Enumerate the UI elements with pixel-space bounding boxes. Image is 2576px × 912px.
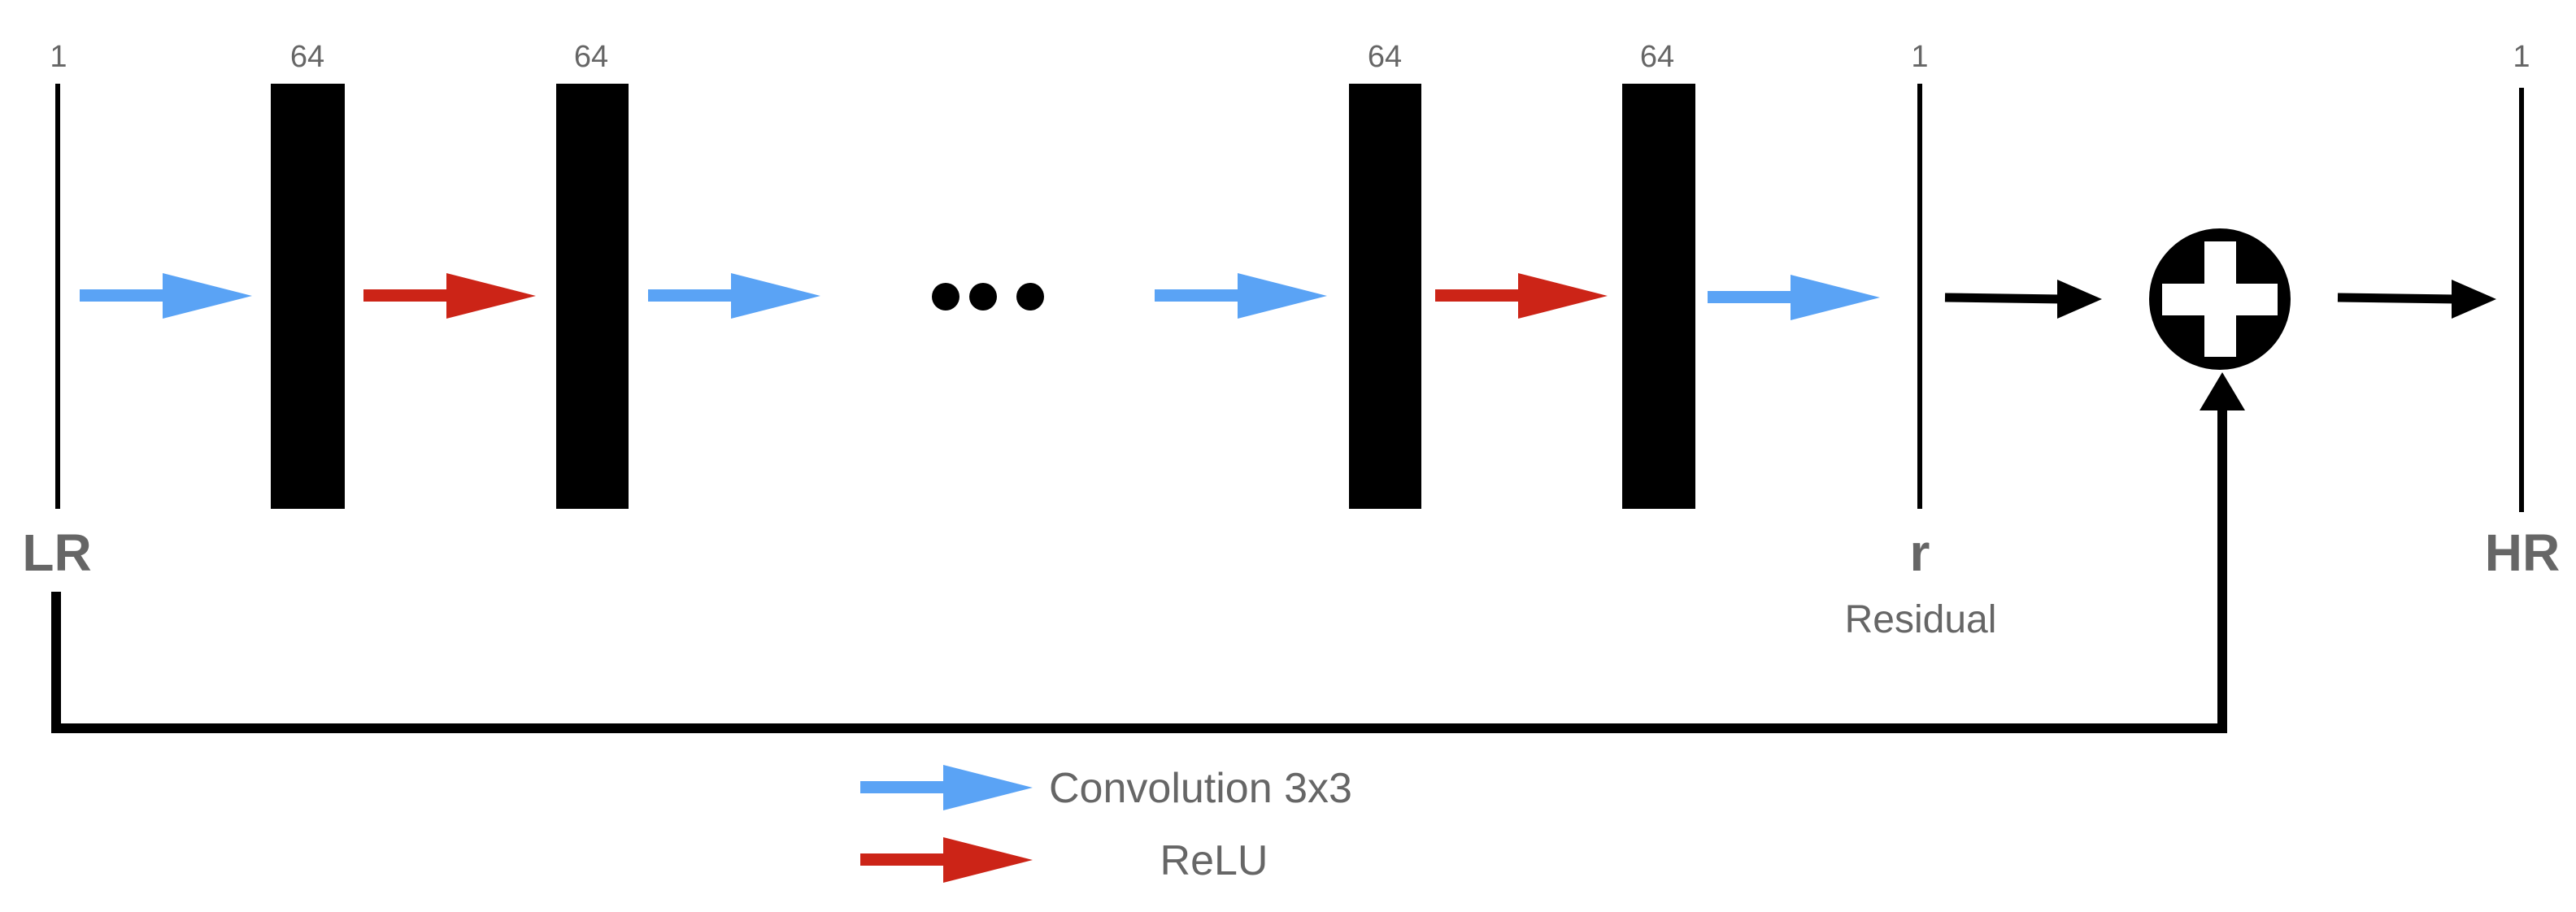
- input-layer: [55, 84, 60, 509]
- residual-caption: Residual: [1845, 598, 1997, 641]
- channel-count-layer3: 64: [1368, 40, 1402, 74]
- legend: Convolution 3x3 ReLU: [860, 765, 1352, 884]
- relu-arrow-1: [363, 273, 536, 319]
- flow-arrow-to-sum: [1944, 280, 2102, 319]
- relu-arrow-2: [1435, 273, 1608, 319]
- convolution-arrow-2: [648, 273, 820, 319]
- output-label: HR: [2485, 523, 2560, 582]
- flow-arrow-to-output: [2337, 280, 2496, 319]
- convolution-arrow-3: [1155, 273, 1327, 319]
- output-layer: [2519, 88, 2524, 512]
- legend-convolution-label: Convolution 3x3: [1049, 765, 1352, 812]
- channel-count-layer2: 64: [574, 40, 608, 74]
- feature-block-1: [271, 84, 345, 509]
- feature-block-4: [1622, 84, 1695, 509]
- plus-circle-icon: [2149, 228, 2291, 370]
- residual-layer: [1917, 84, 1922, 509]
- channel-count-output: 1: [2513, 40, 2530, 74]
- convolution-arrow-4: [1708, 275, 1880, 320]
- residual-label: r: [1910, 523, 1930, 582]
- ellipsis-icon: [932, 283, 1044, 311]
- channel-count-layer1: 64: [290, 40, 324, 74]
- legend-convolution-arrow: [860, 765, 1033, 810]
- legend-relu-arrow: [860, 837, 1033, 883]
- convolution-arrow-1: [80, 273, 252, 319]
- channel-count-input: 1: [50, 40, 67, 74]
- legend-relu-label: ReLU: [1160, 837, 1268, 884]
- input-label: LR: [22, 523, 91, 582]
- feature-block-3: [1349, 84, 1421, 509]
- channel-count-residual: 1: [1911, 40, 1928, 74]
- feature-block-2: [556, 84, 629, 509]
- skip-connection-arrow: [51, 372, 2245, 733]
- channel-count-layer4: 64: [1640, 40, 1674, 74]
